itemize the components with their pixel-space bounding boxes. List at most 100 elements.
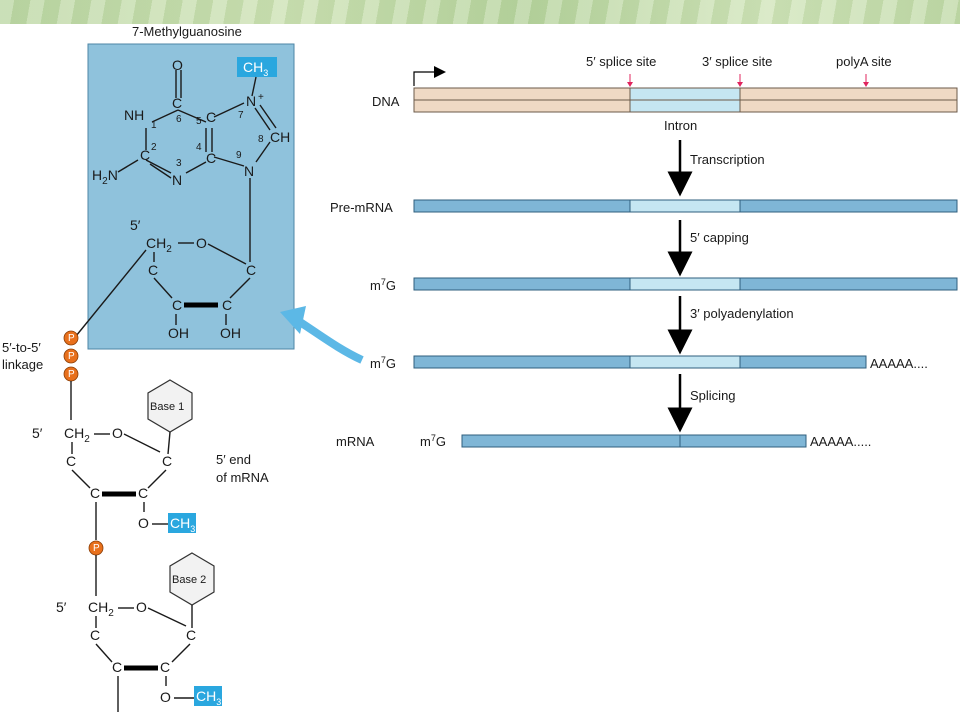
svg-text:+: + bbox=[258, 92, 264, 103]
nuc2-ch2: CH2 bbox=[88, 599, 114, 619]
nuc2-methyl-box bbox=[194, 686, 222, 706]
transcription-start-arrow bbox=[413, 66, 446, 86]
svg-text:C: C bbox=[206, 109, 216, 125]
nuc2-methyl-label: CH3 bbox=[196, 688, 221, 707]
pre-mrna-intron bbox=[629, 199, 741, 213]
base-1-label: Base 1 bbox=[150, 401, 184, 413]
mrna-label: mRNA bbox=[336, 434, 375, 449]
polya-tail-2: AAAAA..... bbox=[810, 434, 871, 449]
pre-mrna-exon-1 bbox=[413, 199, 631, 213]
svg-text:C: C bbox=[138, 485, 148, 501]
nuc1-methyl-label: CH3 bbox=[170, 515, 195, 534]
svg-text:C: C bbox=[162, 453, 172, 469]
capped-exon-1 bbox=[413, 277, 631, 291]
svg-text:9: 9 bbox=[236, 150, 242, 161]
dna-exon-1-bottom bbox=[413, 99, 631, 113]
svg-text:N: N bbox=[246, 93, 256, 109]
cap-structure: 7-Methylguanosine CH3 O C NH C H2N N C C bbox=[75, 24, 295, 350]
svg-text:C: C bbox=[246, 262, 256, 278]
mrna-cap-label: m7G bbox=[420, 433, 446, 449]
dna-intron-top bbox=[629, 87, 741, 101]
triphosphate-linkage: P P P bbox=[63, 330, 79, 382]
intron-label: Intron bbox=[664, 118, 697, 133]
svg-text:C: C bbox=[90, 485, 100, 501]
step-capping: 5′ capping bbox=[690, 230, 749, 245]
linkage-label-line2: linkage bbox=[2, 357, 43, 372]
svg-text:O: O bbox=[196, 235, 207, 251]
svg-text:C: C bbox=[186, 627, 196, 643]
svg-text:C: C bbox=[222, 297, 232, 313]
polya-tail-1: AAAAA.... bbox=[870, 356, 928, 371]
svg-text:C: C bbox=[160, 659, 170, 675]
svg-text:3: 3 bbox=[176, 158, 182, 169]
splice-site-5-label: 5′ splice site bbox=[586, 54, 656, 69]
svg-text:O: O bbox=[136, 599, 147, 615]
svg-text:CH: CH bbox=[270, 129, 290, 145]
base-2-label: Base 2 bbox=[172, 574, 206, 586]
n7-methyl-label: CH3 bbox=[243, 59, 268, 78]
polya-exon-2 bbox=[739, 355, 867, 369]
dna-exon-1-top bbox=[413, 87, 631, 101]
capped-exon-2 bbox=[739, 277, 958, 291]
pre-mrna-label: Pre-mRNA bbox=[330, 200, 393, 215]
polya-intron bbox=[629, 355, 741, 369]
cap-ch2: CH2 bbox=[146, 235, 172, 255]
linkage-label-line1: 5′-to-5′ bbox=[2, 340, 41, 355]
mrna-five-prime-end: 5′-to-5′ linkage P P P 5′ CH2 O C C C C … bbox=[2, 330, 269, 712]
n7-methyl-box bbox=[237, 57, 277, 77]
site-markers bbox=[627, 74, 869, 87]
processing-pathway: DNA 5′ splice site 3′ splice site polyA … bbox=[330, 54, 958, 449]
dna-intron-bottom bbox=[629, 99, 741, 113]
dna-exon-2-top bbox=[739, 87, 958, 101]
svg-text:5: 5 bbox=[196, 116, 202, 127]
svg-text:O: O bbox=[172, 57, 183, 73]
svg-text:O: O bbox=[160, 689, 171, 705]
svg-text:C: C bbox=[112, 659, 122, 675]
capped-label: m7G bbox=[370, 277, 396, 293]
svg-text:6: 6 bbox=[176, 114, 182, 125]
svg-text:OH: OH bbox=[168, 325, 189, 341]
pre-mrna-exon-2 bbox=[739, 199, 958, 213]
svg-text:C: C bbox=[140, 147, 150, 163]
svg-text:C: C bbox=[66, 453, 76, 469]
svg-text:N: N bbox=[244, 163, 254, 179]
cap-title: 7-Methylguanosine bbox=[132, 24, 242, 39]
svg-text:OH: OH bbox=[220, 325, 241, 341]
nuc1-methyl-box bbox=[168, 513, 196, 533]
svg-text:NH: NH bbox=[124, 107, 144, 123]
svg-text:N: N bbox=[172, 172, 182, 188]
svg-text:1: 1 bbox=[151, 120, 157, 131]
svg-text:P: P bbox=[68, 369, 75, 380]
splice-site-3-label: 3′ splice site bbox=[702, 54, 772, 69]
amino-group: H2N bbox=[92, 167, 118, 187]
mrna-exon-1 bbox=[461, 434, 681, 448]
svg-text:5′: 5′ bbox=[32, 425, 43, 441]
svg-text:C: C bbox=[90, 627, 100, 643]
step-polyadenylation: 3′ polyadenylation bbox=[690, 306, 794, 321]
svg-text:5′: 5′ bbox=[130, 217, 141, 233]
polya-exon-1 bbox=[413, 355, 631, 369]
svg-text:O: O bbox=[112, 425, 123, 441]
svg-text:P: P bbox=[68, 333, 75, 344]
step-transcription: Transcription bbox=[690, 152, 765, 167]
svg-text:C: C bbox=[172, 95, 182, 111]
svg-text:4: 4 bbox=[196, 142, 202, 153]
pointer-arrow bbox=[280, 306, 364, 364]
nuc1-ch2: CH2 bbox=[64, 425, 90, 445]
mrna-exon-2 bbox=[679, 434, 807, 448]
step-splicing: Splicing bbox=[690, 388, 736, 403]
svg-text:8: 8 bbox=[258, 134, 264, 145]
polya-site-label: polyA site bbox=[836, 54, 892, 69]
svg-text:7: 7 bbox=[238, 110, 244, 121]
svg-text:C: C bbox=[172, 297, 182, 313]
capped-intron bbox=[629, 277, 741, 291]
svg-text:C: C bbox=[206, 150, 216, 166]
svg-text:O: O bbox=[138, 515, 149, 531]
cap-highlight-box bbox=[87, 43, 295, 350]
svg-text:C: C bbox=[148, 262, 158, 278]
svg-text:P: P bbox=[93, 543, 100, 554]
svg-text:5′: 5′ bbox=[56, 599, 67, 615]
svg-text:P: P bbox=[68, 351, 75, 362]
polyadenylated-label: m7G bbox=[370, 355, 396, 371]
